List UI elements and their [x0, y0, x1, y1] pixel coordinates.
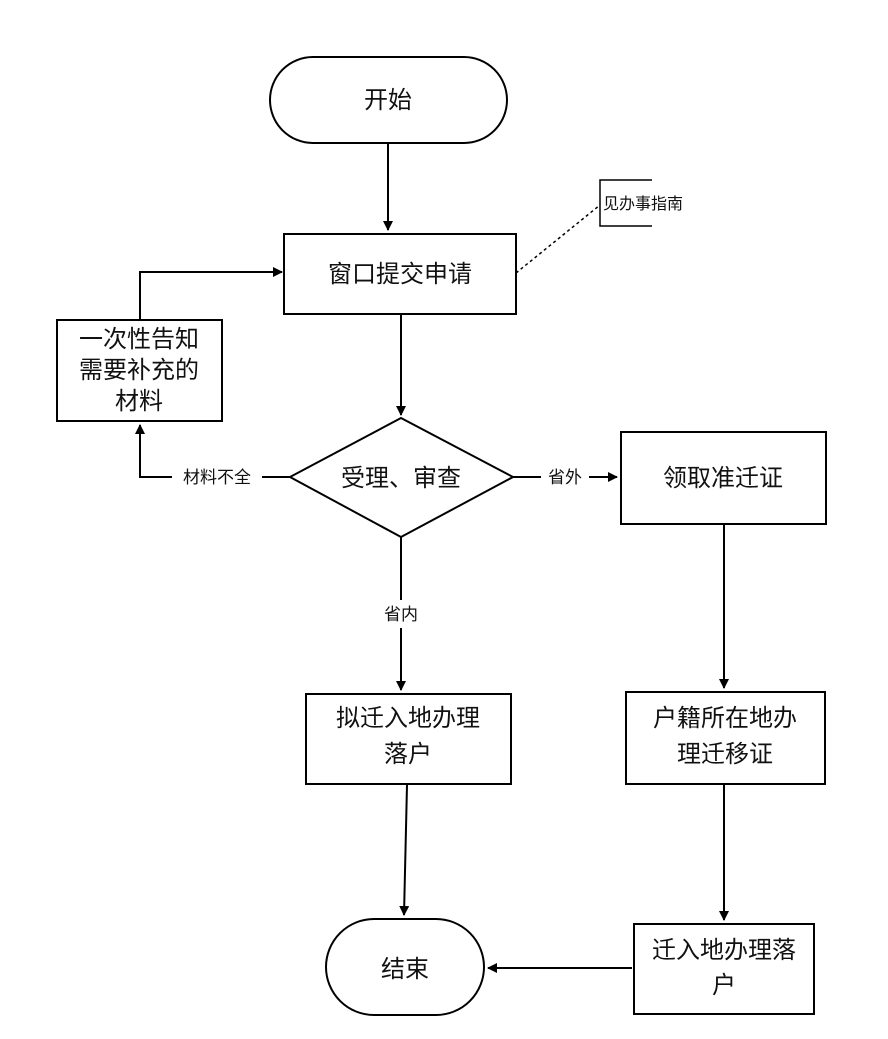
notify-label-line1: 一次性告知 — [79, 325, 199, 353]
end-terminal — [325, 918, 485, 1016]
note-bracket — [599, 179, 652, 227]
migration-cert-label-line2: 理迁移证 — [677, 740, 773, 768]
review-label: 受理、审查 — [341, 464, 461, 492]
edge-settle-local-to-end — [399, 784, 410, 916]
notify-process — [56, 319, 223, 422]
settle-remote-label-line1: 迁入地办理落 — [652, 936, 796, 964]
settle-local-label-line1: 拟迁入地办理 — [336, 704, 480, 732]
permit-label: 领取准迁证 — [663, 464, 783, 492]
submit-label: 窗口提交申请 — [328, 260, 472, 288]
permit-process — [620, 431, 827, 525]
note-connector — [515, 204, 601, 274]
edge-label-out-of-province: 省外 — [548, 468, 582, 488]
notify-label-line3: 材料 — [115, 387, 163, 415]
edge-notify-to-submit — [139, 267, 283, 320]
settle-local-label-line2: 落户 — [384, 740, 432, 768]
edge-label-in-province: 省内 — [384, 605, 418, 625]
settle-local-process — [305, 693, 512, 785]
migration-cert-process — [625, 691, 826, 785]
end-label: 结束 — [381, 955, 429, 983]
settle-remote-process — [633, 923, 815, 1015]
start-label: 开始 — [364, 86, 412, 114]
review-decision — [287, 416, 516, 539]
note-label: 见办事指南 — [603, 194, 683, 213]
settle-remote-label-line2: 户 — [712, 971, 736, 999]
notify-label-line2: 需要补充的 — [79, 356, 199, 384]
start-terminal — [269, 56, 508, 144]
migration-cert-label-line1: 户籍所在地办 — [653, 704, 797, 732]
edge-label-incomplete: 材料不全 — [183, 468, 251, 488]
submit-process — [283, 233, 517, 315]
